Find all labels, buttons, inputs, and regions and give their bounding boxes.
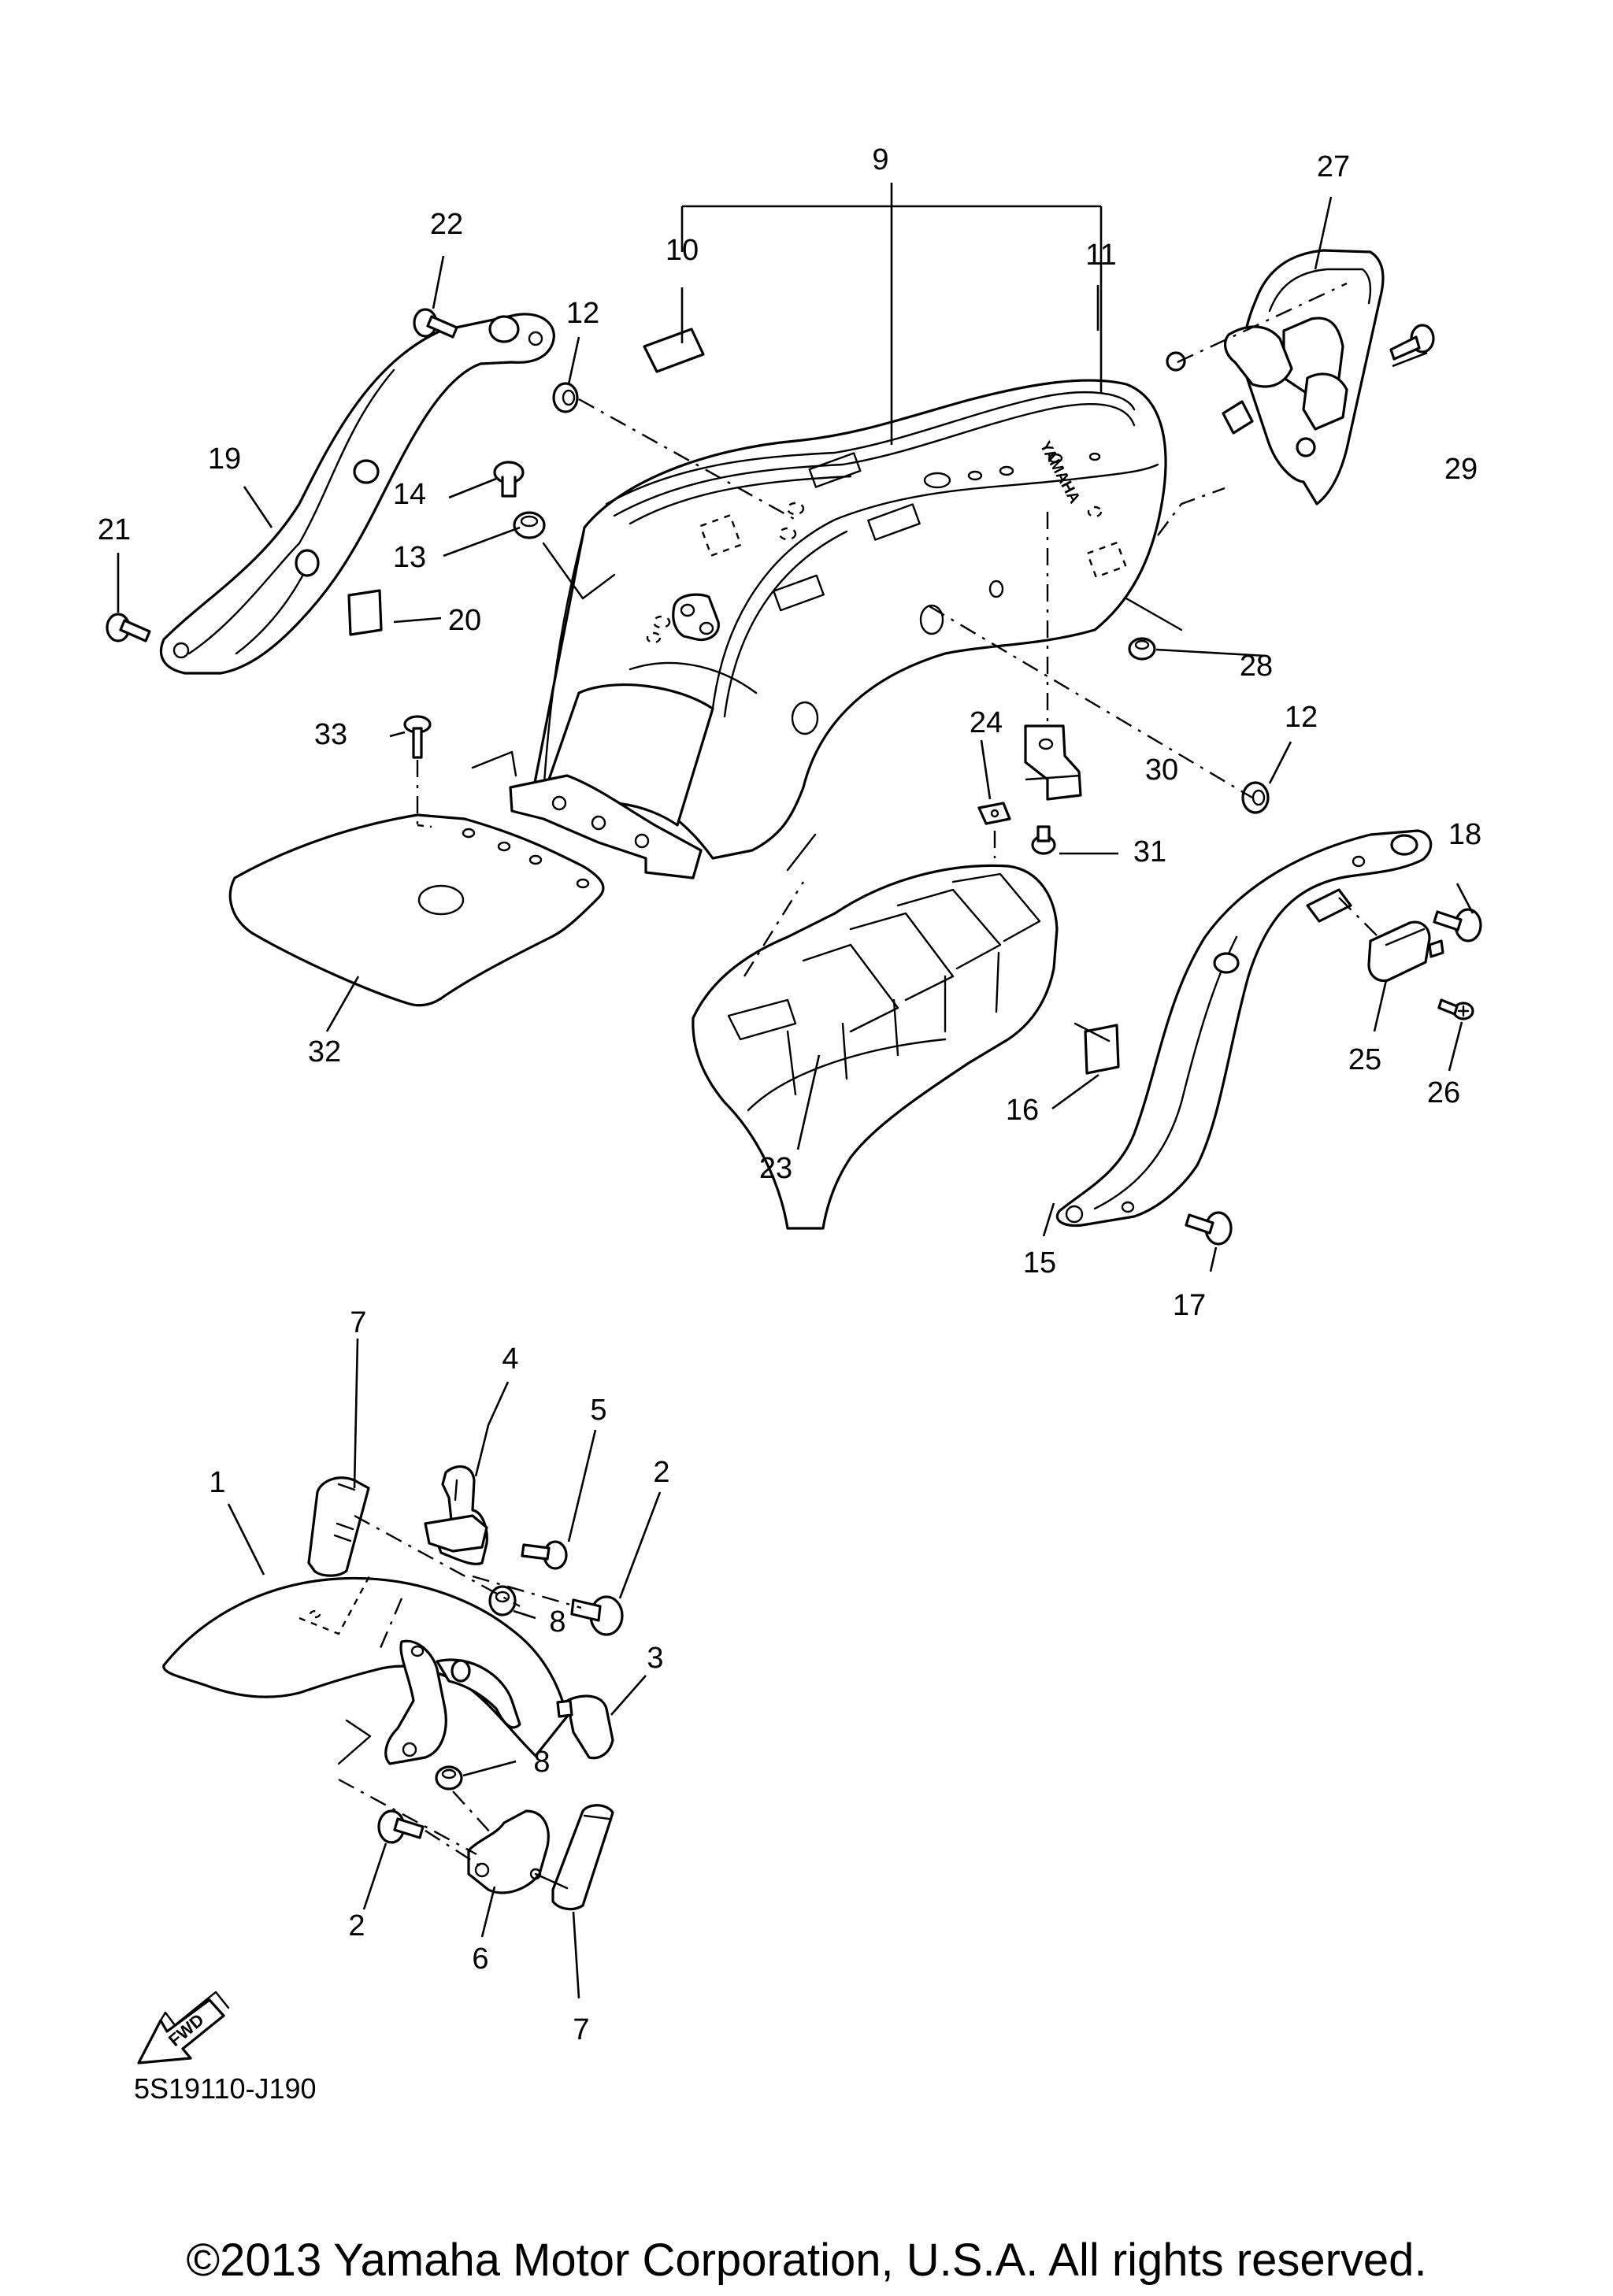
nut-8-upper bbox=[488, 1585, 517, 1616]
callout-26: 26 bbox=[1427, 1076, 1460, 1109]
leader-lines bbox=[117, 183, 1474, 1999]
callout-9: 9 bbox=[872, 143, 888, 176]
rear-fender-assembly: YAMAHA bbox=[509, 379, 1167, 880]
callout-4: 4 bbox=[502, 1342, 518, 1376]
drawing-code: 5S19110-J190 bbox=[134, 2072, 317, 2105]
nut-24 bbox=[977, 802, 1011, 825]
callout-1: 1 bbox=[209, 1466, 225, 1499]
callout-labels: 9 10 11 27 22 12 19 14 13 21 20 29 12 28… bbox=[98, 143, 1481, 2046]
callout-17: 17 bbox=[1173, 1289, 1206, 1322]
callout-15: 15 bbox=[1023, 1246, 1056, 1279]
bracket-30 bbox=[1024, 724, 1082, 801]
callout-18: 18 bbox=[1448, 818, 1481, 851]
callout-11: 11 bbox=[1085, 239, 1116, 272]
reflector-25 bbox=[1367, 920, 1444, 983]
callout-12-lower: 12 bbox=[1285, 701, 1318, 734]
bolt-18 bbox=[1433, 908, 1482, 942]
reflector-3 bbox=[565, 1694, 614, 1760]
screw-33 bbox=[403, 715, 432, 759]
collar-13 bbox=[513, 511, 546, 539]
bracket-6 bbox=[467, 1809, 550, 1894]
assembly-lines-upper bbox=[416, 282, 1379, 1042]
callout-31: 31 bbox=[1133, 835, 1166, 868]
bolt-31 bbox=[1031, 825, 1056, 855]
callout-6: 6 bbox=[472, 1942, 488, 1976]
callout-7-upper: 7 bbox=[350, 1306, 366, 1339]
bolt-14 bbox=[493, 461, 525, 498]
rear-fender-stay-left bbox=[159, 313, 555, 675]
pad-7-lower bbox=[551, 1804, 614, 1911]
fwd-direction-arrow: FWD bbox=[137, 1990, 230, 2065]
callout-8-lower: 8 bbox=[533, 1746, 550, 1779]
callout-12-upper: 12 bbox=[566, 297, 599, 330]
grommet-12-lower bbox=[1241, 781, 1270, 814]
front-fender-bracket bbox=[384, 1639, 447, 1765]
copyright-notice: ©2013 Yamaha Motor Corporation, U.S.A. A… bbox=[186, 2235, 1426, 2286]
bolt-22 bbox=[413, 308, 458, 339]
nut-28 bbox=[1128, 637, 1156, 661]
callout-24: 24 bbox=[970, 706, 1003, 739]
callout-28: 28 bbox=[1240, 650, 1273, 683]
bolt-29 bbox=[1389, 324, 1435, 361]
callout-29: 29 bbox=[1444, 453, 1478, 486]
bolt-2-upper bbox=[570, 1595, 624, 1636]
tail-light-assembly bbox=[1166, 249, 1385, 505]
callout-2-lower: 2 bbox=[348, 1909, 365, 1942]
fender-front-bracket bbox=[509, 774, 703, 880]
inner-fender-23 bbox=[692, 864, 1059, 1230]
callout-13: 13 bbox=[393, 541, 426, 574]
callout-3: 3 bbox=[647, 1642, 663, 1675]
callout-22: 22 bbox=[430, 208, 463, 241]
callout-33: 33 bbox=[314, 718, 347, 751]
callout-8-upper: 8 bbox=[549, 1605, 565, 1639]
pad-7-upper bbox=[307, 1476, 370, 1577]
callout-14: 14 bbox=[393, 478, 426, 511]
grommet-12-upper bbox=[552, 382, 579, 413]
callout-25: 25 bbox=[1348, 1043, 1381, 1076]
screw-26 bbox=[1437, 998, 1474, 1020]
pad-20 bbox=[347, 589, 383, 636]
plate-32 bbox=[228, 813, 605, 1007]
bolt-21 bbox=[106, 613, 151, 643]
callout-10: 10 bbox=[666, 234, 699, 267]
callout-19: 19 bbox=[208, 443, 241, 476]
fender-tab-plate bbox=[672, 593, 720, 642]
nut-8-lower bbox=[435, 1765, 463, 1791]
callout-5: 5 bbox=[590, 1394, 606, 1427]
callout-7-lower: 7 bbox=[573, 2013, 589, 2046]
decal-10 bbox=[643, 328, 705, 373]
front-fender-assembly bbox=[162, 1465, 624, 1911]
callout-30: 30 bbox=[1145, 754, 1178, 787]
bolt-5 bbox=[521, 1540, 568, 1570]
callout-32: 32 bbox=[308, 1035, 341, 1068]
bolt-2-lower bbox=[377, 1809, 425, 1844]
callout-2-upper: 2 bbox=[653, 1456, 669, 1489]
pad-16 bbox=[1084, 1024, 1120, 1075]
callout-20: 20 bbox=[448, 604, 481, 637]
bolt-17 bbox=[1185, 1211, 1233, 1246]
callout-16: 16 bbox=[1006, 1094, 1039, 1127]
callout-23: 23 bbox=[759, 1152, 792, 1185]
callout-21: 21 bbox=[98, 513, 131, 546]
callout-27: 27 bbox=[1317, 150, 1350, 183]
